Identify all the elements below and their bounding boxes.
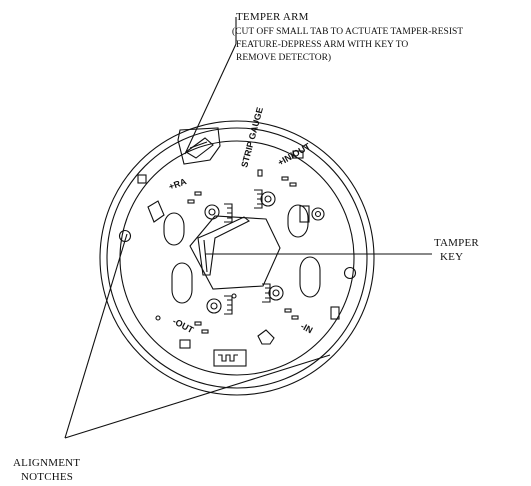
indicator-hole-left (155, 315, 161, 321)
mark-in-1 (284, 308, 292, 313)
mark-strip-gauge (257, 169, 263, 177)
terminal-clamp-out (224, 295, 233, 315)
mounting-slot-lower-left (171, 262, 193, 304)
bottom-connector-teeth (218, 354, 238, 362)
edge-tab-right (330, 306, 340, 320)
terminal-screw-ra (204, 204, 220, 220)
tamper-arm-housing (177, 127, 221, 165)
mark-in-2 (291, 315, 299, 320)
tamper-arm-description-line-3: REMOVE DETECTOR) (236, 53, 332, 63)
plus-ra-marking: +RA (167, 176, 188, 192)
wall-slot-left (147, 200, 165, 223)
alignment-notches-label-line-2: NOTCHES (21, 471, 74, 483)
center-opening (189, 215, 281, 290)
mark-in-out-1 (281, 176, 289, 181)
mounting-slot-upper-right (287, 204, 309, 238)
mounting-slot-lower-right (299, 256, 321, 298)
tamper-arm-tab (189, 141, 208, 149)
indicator-hole-center (231, 293, 237, 299)
tamper-arm (185, 137, 214, 159)
mark-in-out-2 (289, 182, 297, 187)
mark-out-1 (194, 321, 202, 326)
alignment-notch-leader-right (64, 354, 331, 439)
tamper-key-label-line-2: KEY (440, 251, 464, 263)
bottom-connector (213, 349, 247, 367)
alignment-notch-right (343, 266, 357, 280)
mounting-plate-edge (119, 140, 355, 376)
mark-ra-2 (187, 199, 195, 204)
terminal-clamp-right (299, 205, 310, 223)
strip-gauge-marking: STRIP GAUGE (239, 106, 265, 168)
terminal-screw-in-out-center (264, 195, 272, 203)
alignment-notches-label-line-1: ALIGNMENT (13, 457, 81, 469)
tamper-arm-leader (184, 43, 237, 155)
mounting-slot-upper-left (163, 212, 185, 246)
tamper-arm-description-line-1: (CUT OFF SMALL TAB TO ACTUATE TAMPER-RES… (232, 27, 464, 37)
tamper-key (197, 216, 251, 276)
minus-out-marking: -OUT (171, 316, 196, 335)
mark-ra-1 (194, 191, 202, 196)
terminal-screw-out (206, 298, 222, 314)
edge-tab-top-right (292, 150, 304, 159)
terminal-clamp-in (262, 283, 271, 303)
tamper-key-label-line-1: TAMPER (434, 237, 479, 249)
terminal-clamp-ra (224, 203, 233, 223)
polarity-key-mark (257, 329, 275, 345)
terminal-screw-out-center (210, 302, 218, 310)
terminal-clamp-in-out (254, 189, 263, 209)
tamper-arm-title: TEMPER ARM (236, 11, 309, 23)
terminal-screw-in-out (260, 191, 276, 207)
minus-in-marking: -IN (299, 321, 314, 335)
edge-tab-bottom-left (179, 339, 191, 349)
terminal-screw-right-center (314, 210, 322, 218)
mark-out-2 (201, 329, 209, 334)
tamper-key-slot (203, 239, 208, 273)
terminal-screw-in (268, 285, 284, 301)
terminal-screw-ra-center (208, 208, 216, 216)
terminal-screw-in-center (272, 289, 280, 297)
outer-ring-inner-edge (106, 127, 368, 389)
outer-ring (99, 120, 375, 396)
terminal-screw-right (311, 207, 325, 221)
tamper-arm-description-line-2: FEATURE-DEPRESS ARM WITH KEY TO (236, 40, 409, 50)
alignment-notch-left (118, 229, 132, 243)
edge-tab-left (137, 174, 147, 184)
alignment-notch-leader-left (64, 233, 128, 439)
